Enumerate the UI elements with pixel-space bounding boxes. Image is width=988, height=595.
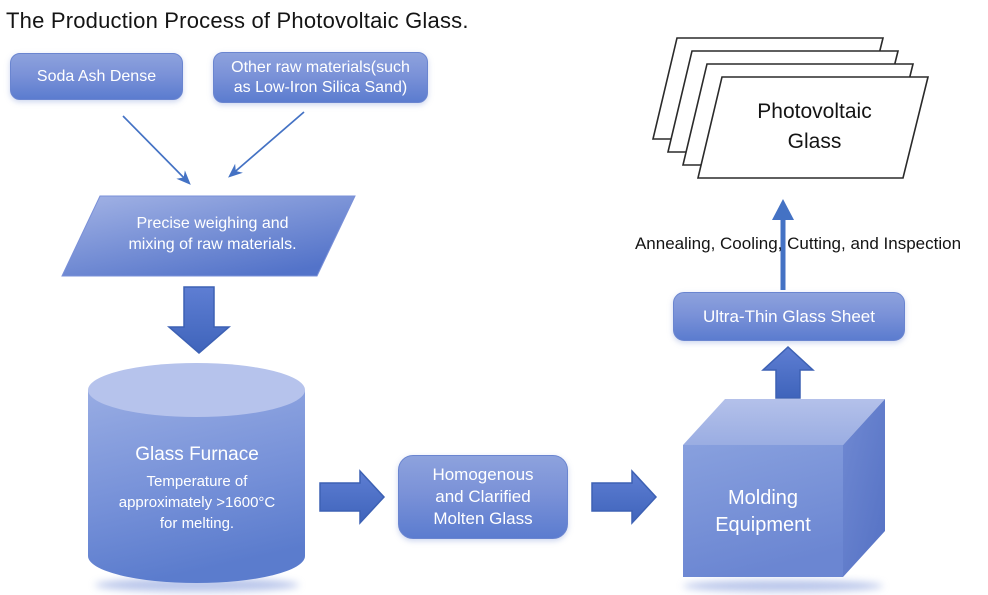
cylinder-shadow (95, 578, 299, 592)
other-raw-line1: Other raw materials(such (231, 58, 410, 76)
node-molten-glass: Homogenous and Clarified Molten Glass (398, 455, 568, 539)
node-soda-ash-dense: Soda Ash Dense (10, 53, 183, 100)
arrow-furnace-to-molten-icon (319, 469, 386, 525)
node-weighing-mixing (61, 195, 356, 277)
node-ultra-thin-sheet: Ultra-Thin Glass Sheet (673, 292, 905, 341)
arrow-other-to-weighing-icon (228, 111, 305, 178)
molten-line3: Molten Glass (433, 509, 533, 529)
furnace-sub-line3: for melting. (159, 515, 235, 532)
arrow-molten-to-molding-icon (591, 469, 658, 525)
molding-line1: Molding (727, 487, 799, 509)
glass-sheet (696, 76, 930, 179)
molten-line1: Homogenous (432, 464, 534, 484)
molten-line2: and Clarified (435, 486, 531, 506)
arrow-soda-to-weighing-icon (122, 115, 191, 185)
annealing-step-label: Annealing, Cooling, Cutting, and Inspect… (634, 234, 962, 253)
glass-furnace-label: Glass Furnace Temperature of approximate… (97, 444, 297, 534)
other-raw-line2: as Low-Iron Silica Sand) (233, 78, 408, 96)
soda-ash-label: Soda Ash Dense (36, 67, 157, 85)
node-molding-equipment (683, 399, 885, 577)
cube-shadow (683, 580, 883, 592)
pv-line1: Photovoltaic (757, 99, 872, 123)
weighing-mixing-label: Precise weighing and mixing of raw mater… (105, 206, 320, 264)
node-other-raw-materials: Other raw materials(such as Low-Iron Sil… (213, 52, 428, 103)
furnace-sub-line1: Temperature of (146, 473, 248, 490)
pv-line2: Glass (787, 130, 842, 153)
weighing-line2: mixing of raw materials. (128, 236, 297, 253)
node-photovoltaic-glass (651, 37, 930, 179)
furnace-title: Glass Furnace (135, 444, 259, 465)
photovoltaic-glass-label: Photovoltaic Glass (737, 86, 892, 168)
furnace-sub-line2: approximately >1600°C (118, 494, 276, 511)
page-title: The Production Process of Photovoltaic G… (6, 8, 469, 33)
arrow-weighing-to-furnace-icon (166, 286, 232, 354)
molding-equipment-label: Molding Equipment (683, 447, 843, 577)
node-glass-furnace (88, 363, 305, 583)
weighing-line1: Precise weighing and (136, 215, 289, 233)
ultra-thin-label: Ultra-Thin Glass Sheet (703, 306, 875, 326)
arrow-sheet-to-glass-icon (772, 199, 794, 290)
arrow-molding-to-sheet-icon (761, 345, 815, 399)
molding-line2: Equipment (715, 514, 811, 536)
